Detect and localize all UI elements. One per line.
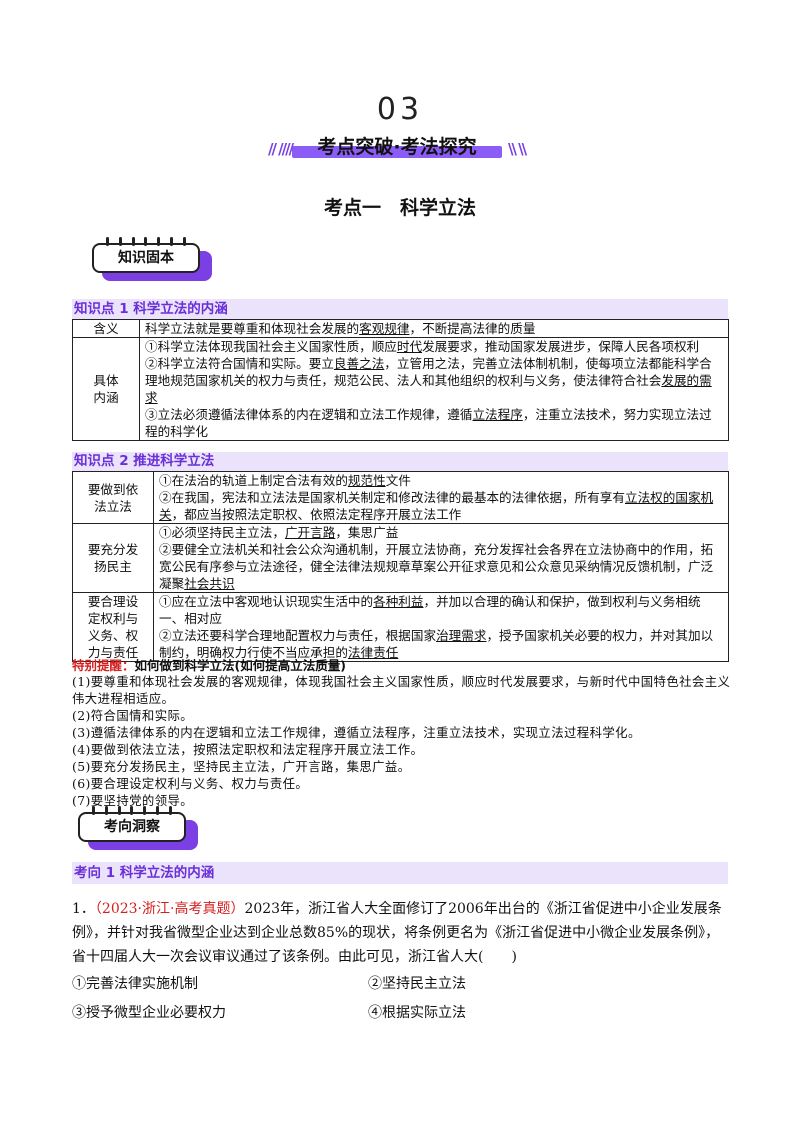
topic-title: 考点一 科学立法 xyxy=(323,197,476,219)
knowledge-point-2-title: 知识点 2 推进科学立法 xyxy=(72,452,728,471)
special-tip-label: 特别提醒： xyxy=(72,658,135,673)
direction-tag-label: 考向洞察 xyxy=(104,819,160,835)
question-stem: 2023年，浙江省人大全面修订了2006年出台的《浙江省促进中小企业发展条例》，… xyxy=(72,901,722,965)
table-row: 含义 科学立法就是要尊重和体现社会发展的客观规律，不断提高法律的质量 xyxy=(72,319,729,338)
row-header: 要充分发 扬民主 xyxy=(72,523,154,593)
special-tip-title: 特别提醒：如何做到科学立法(如何提高立法质量) xyxy=(72,658,346,673)
row-header: 具体 内涵 xyxy=(72,337,140,441)
row-header: 要合理设 定权利与 义务、权 力与责任 xyxy=(72,592,154,662)
section-number: 03 xyxy=(376,92,424,127)
list-item: (2)符合国情和实际。 xyxy=(72,708,194,723)
table-row: 要合理设 定权利与 义务、权 力与责任 ①应在立法中客观地认识现实生活中的各种利… xyxy=(72,592,729,662)
list-item: (1)要尊重和体现社会发展的客观规律，体现我国社会主义国家性质，顺应时代发展要求… xyxy=(72,674,731,706)
row-content: ①必须坚持民主立法，广开言路，集思广益 ②要健全立法机关和社会公众沟通机制，开展… xyxy=(153,523,729,593)
list-item: (3)遵循法律体系的内在逻辑和立法工作规律，遵循立法程序，注重立法技术，实现立法… xyxy=(72,725,641,740)
row-content: ①应在立法中客观地认识现实生活中的各种利益，并加以合理的确认和保护，做到权利与义… xyxy=(153,592,729,662)
knowledge-point-1-title: 知识点 1 科学立法的内涵 xyxy=(72,299,728,319)
knowledge-point-1-table: 含义 科学立法就是要尊重和体现社会发展的客观规律，不断提高法律的质量 具体 内涵… xyxy=(72,319,729,441)
table-row: 具体 内涵 ①科学立法体现我国社会主义国家性质，顺应时代发展要求，推动国家发展进… xyxy=(72,337,729,441)
question-option-4[interactable]: ④根据实际立法 xyxy=(368,1005,466,1021)
list-item: (6)要合理设定权利与义务、权力与责任。 xyxy=(72,776,309,791)
knowledge-tag-label: 知识固本 xyxy=(118,250,174,266)
question-number: 1． xyxy=(72,901,95,917)
question-option-3[interactable]: ③授予微型企业必要权力 xyxy=(72,1005,226,1021)
knowledge-tag: 知识固本 xyxy=(92,237,212,281)
knowledge-point-2-table: 要做到依 法立法 ①在法治的轨道上制定合法有效的规范性文件 ②在我国，宪法和立法… xyxy=(72,471,729,662)
banner-highlight xyxy=(292,146,502,158)
list-item: (4)要做到依法立法，按照法定职权和法定程序开展立法工作。 xyxy=(72,742,424,757)
question-option-2[interactable]: ②坚持民主立法 xyxy=(368,976,466,992)
decor-slashes-left: // //// xyxy=(268,140,294,158)
row-header: 要做到依 法立法 xyxy=(72,471,154,524)
table-row: 要充分发 扬民主 ①必须坚持民主立法，广开言路，集思广益 ②要健全立法机关和社会… xyxy=(72,523,729,593)
row-content: 科学立法就是要尊重和体现社会发展的客观规律，不断提高法律的质量 xyxy=(139,319,729,338)
row-header: 含义 xyxy=(72,319,140,338)
question-source: （2023·浙江·高考真题） xyxy=(94,901,245,917)
decor-slashes-right: \\ \\ xyxy=(508,140,527,158)
table-row: 要做到依 法立法 ①在法治的轨道上制定合法有效的规范性文件 ②在我国，宪法和立法… xyxy=(72,471,729,524)
direction-tag: 考向洞察 xyxy=(78,806,198,850)
row-content: ①在法治的轨道上制定合法有效的规范性文件 ②在我国，宪法和立法法是国家机关制定和… xyxy=(153,471,729,524)
section-title: 考点突破·考法探究 xyxy=(317,136,477,158)
list-item: (7)要坚持党的领导。 xyxy=(72,793,194,808)
direction-1-title: 考向 1 科学立法的内涵 xyxy=(72,862,728,884)
list-item: (5)要充分发扬民主，坚持民主立法，广开言路，集思广益。 xyxy=(72,759,411,774)
special-tip-list: (1)要尊重和体现社会发展的客观规律，体现我国社会主义国家性质，顺应时代发展要求… xyxy=(72,673,732,809)
section-title-banner: 考点突破·考法探究 xyxy=(284,132,510,160)
question-option-1[interactable]: ①完善法律实施机制 xyxy=(72,976,198,992)
row-content: ①科学立法体现我国社会主义国家性质，顺应时代发展要求，推动国家发展进步，保障人民… xyxy=(139,337,729,441)
question-1: 1．（2023·浙江·高考真题）2023年，浙江省人大全面修订了2006年出台的… xyxy=(72,897,732,969)
